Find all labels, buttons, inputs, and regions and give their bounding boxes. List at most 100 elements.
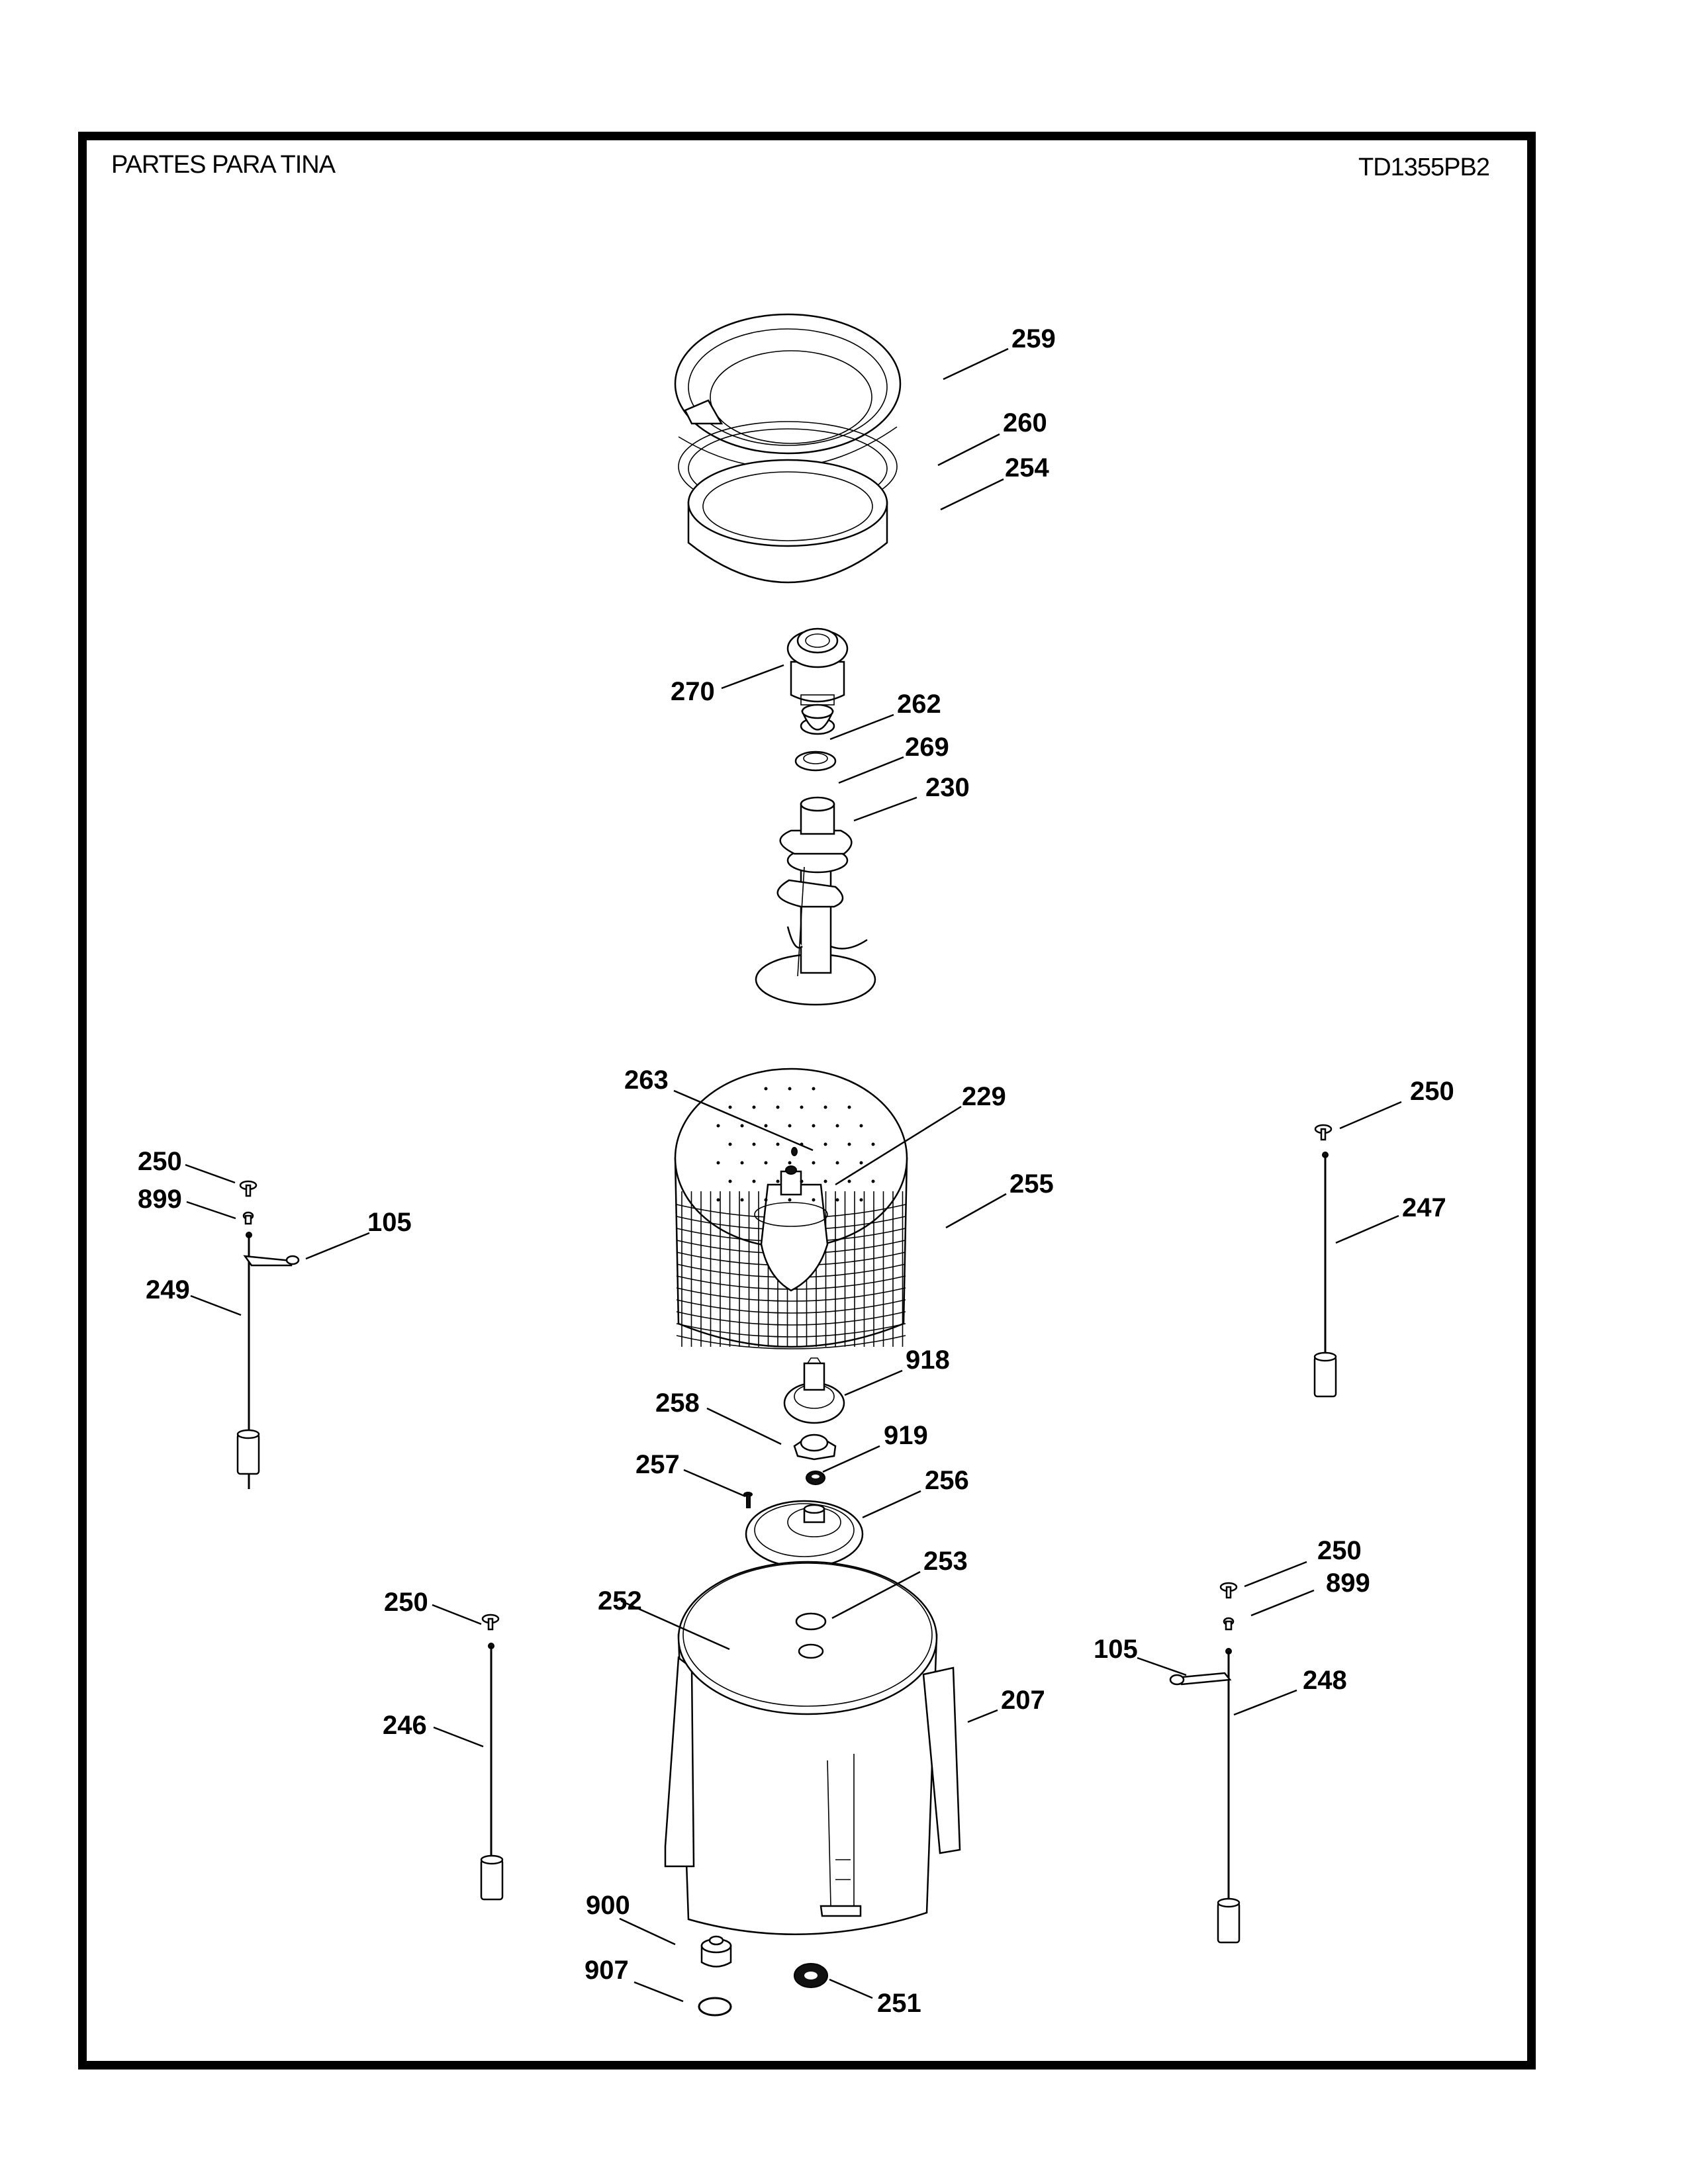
callout-257[interactable]: 257 [635,1450,680,1479]
callout-250-lower-left[interactable]: 250 [384,1588,428,1617]
bearing-seal-part[interactable] [794,1963,828,1988]
tub-cover-plate-part[interactable] [745,1500,864,1569]
basket-band [676,1323,906,1338]
callout-247[interactable]: 247 [1402,1193,1446,1222]
callout-250-right[interactable]: 250 [1410,1077,1454,1106]
callout-253[interactable]: 253 [923,1547,968,1576]
basket-hole [752,1105,756,1109]
balance-ring-part[interactable] [687,459,888,584]
basket-hole [859,1198,863,1202]
callout-246[interactable]: 246 [383,1711,427,1740]
callout-labels: 259 260 254 270 262 269 230 263 229 255 … [138,324,1454,2018]
basket-band [676,1299,906,1314]
callout-250-lower-right[interactable]: 250 [1317,1536,1362,1565]
basket-hole [764,1124,768,1128]
basket-hole [752,1179,756,1183]
callout-269[interactable]: 269 [905,733,949,762]
callout-907[interactable]: 907 [585,1956,629,1985]
outer-tub-part[interactable] [664,1561,961,1935]
spanner-nut-part[interactable] [793,1433,837,1461]
basket-hole [728,1179,732,1183]
right-suspension-247[interactable] [1313,1124,1337,1398]
callout-207[interactable]: 207 [1001,1686,1045,1715]
tub-ring-part[interactable] [674,313,902,469]
callout-899-left[interactable]: 899 [138,1185,182,1214]
basket-hole [764,1198,768,1202]
basket-hole [752,1142,756,1146]
basket-hole [740,1198,744,1202]
basket-hole [716,1124,720,1128]
basket-hole [716,1161,720,1165]
agitator-bolt-part[interactable] [800,704,835,735]
wash-basket-part[interactable] [674,1068,908,1349]
callout-105-lower-right[interactable]: 105 [1094,1635,1138,1664]
basket-hole [764,1161,768,1165]
callout-256[interactable]: 256 [925,1466,969,1495]
callout-262[interactable]: 262 [897,690,941,719]
drain-o-ring-part[interactable] [698,1997,732,2017]
basket-hole [871,1179,875,1183]
callout-270[interactable]: 270 [671,677,715,706]
callout-918[interactable]: 918 [906,1345,950,1375]
basket-hole [800,1105,804,1109]
callout-919[interactable]: 919 [884,1421,928,1450]
basket-hole [847,1142,851,1146]
basket-hole [847,1179,851,1183]
callout-252[interactable]: 252 [598,1586,642,1615]
basket-hole [740,1124,744,1128]
basket-hole [835,1161,839,1165]
callout-899-lower-right[interactable]: 899 [1326,1569,1370,1598]
callout-258[interactable]: 258 [655,1388,700,1418]
callout-259[interactable]: 259 [1011,324,1056,353]
basket-band [676,1311,906,1326]
callout-250-left[interactable]: 250 [138,1147,182,1176]
lock-washer-part[interactable] [806,1471,825,1485]
basket-hole [847,1105,851,1109]
callout-251[interactable]: 251 [877,1989,921,2018]
agitator-part[interactable] [755,796,876,1006]
right-suspension-248[interactable] [1169,1582,1241,1944]
basket-band [676,1287,906,1302]
basket-hole [788,1198,792,1202]
left-suspension-249[interactable] [236,1180,300,1489]
agitator-coupling-part[interactable] [794,751,837,772]
diagram-frame [78,132,1536,2070]
basket-hole [835,1198,839,1202]
callout-230[interactable]: 230 [925,773,970,802]
basket-hole [764,1087,768,1091]
leader-lines [185,347,1402,2003]
left-suspension-246[interactable] [480,1614,504,1901]
basket-hole [812,1161,816,1165]
basket-hole [859,1161,863,1165]
basket-hole [776,1179,780,1183]
screw-part[interactable] [743,1492,753,1508]
basket-hole [788,1124,792,1128]
callout-260[interactable]: 260 [1003,408,1047,437]
hub-flange-part[interactable] [783,1357,845,1424]
agitator-cap-part[interactable] [786,627,849,705]
callout-255[interactable]: 255 [1009,1169,1054,1199]
drain-plug-part[interactable] [700,1935,732,1968]
callout-249[interactable]: 249 [146,1275,190,1304]
callout-254[interactable]: 254 [1005,453,1049,482]
basket-band [676,1335,906,1349]
basket-hole [812,1124,816,1128]
basket-hole [716,1198,720,1202]
basket-hole [823,1142,827,1146]
basket-hole [871,1142,875,1146]
callout-248[interactable]: 248 [1303,1666,1347,1695]
basket-hole [823,1179,827,1183]
callout-105-left[interactable]: 105 [367,1208,412,1237]
basket-hole [740,1161,744,1165]
basket-hole [788,1087,792,1091]
callout-900[interactable]: 900 [586,1891,630,1920]
basket-hole [835,1124,839,1128]
basket-hole [788,1161,792,1165]
callout-229[interactable]: 229 [962,1082,1006,1111]
basket-hole [728,1105,732,1109]
basket-hole [776,1142,780,1146]
basket-hole [776,1105,780,1109]
callout-263[interactable]: 263 [624,1066,669,1095]
basket-hole [859,1124,863,1128]
